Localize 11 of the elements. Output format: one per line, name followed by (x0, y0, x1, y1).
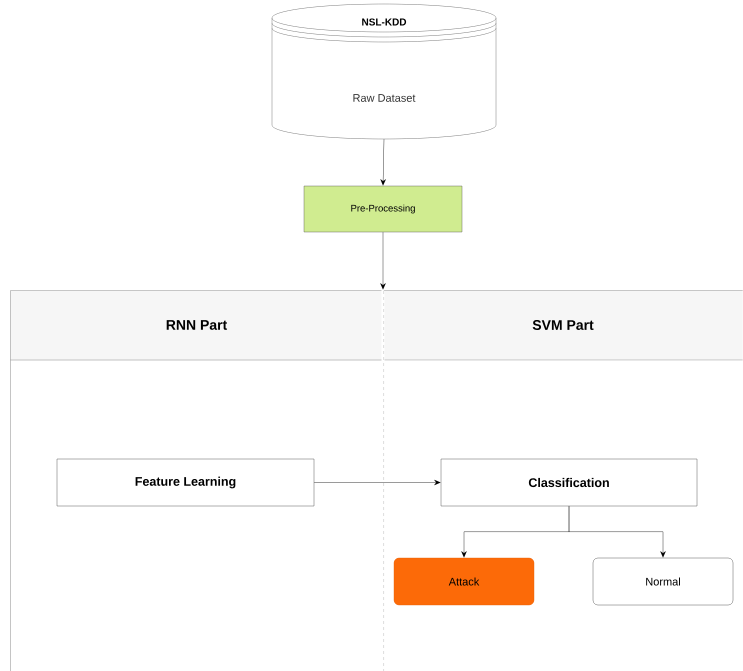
arrow (380, 232, 386, 290)
arrow (314, 480, 440, 486)
process-box: Classification (440, 458, 698, 506)
cylinder: NSL-KDD Raw Dataset (272, 4, 496, 140)
process-box: Pre-Processing (304, 186, 462, 232)
arrow (568, 506, 666, 558)
process-box: Feature Learning (56, 458, 314, 506)
result-box: Attack (394, 558, 534, 606)
node-label: Raw Dataset (353, 94, 416, 102)
arrow (380, 139, 386, 186)
result-box: Normal (592, 558, 734, 606)
